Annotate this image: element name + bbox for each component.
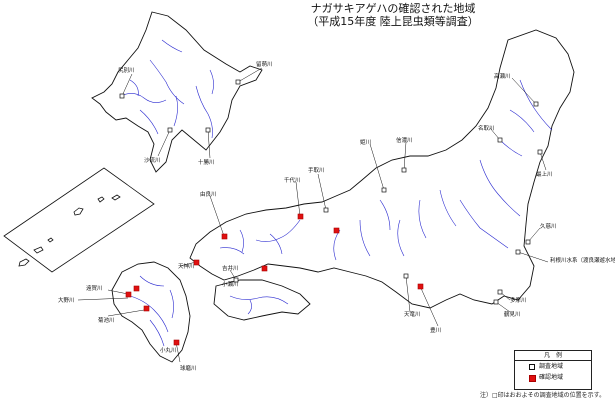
site-labels: 尻別川 留萌川 沙流川 十勝川 高瀬川 最上川 名取川 信濃川 姫川 手取川 由… (58, 60, 615, 372)
open-square-icon (529, 364, 535, 370)
legend-box: 凡 例 調査地域 確認地域 (514, 350, 592, 390)
site-label: 最上川 (536, 170, 553, 178)
site-label: 由良川 (200, 190, 217, 198)
site-label: 手取川 (308, 166, 325, 174)
footnote: 注）□印はおおよその調査地域の位置を示す。 (480, 392, 606, 399)
hokkaido-rivers (119, 39, 214, 139)
legend-row-confirmed: 確認地域 (515, 372, 591, 383)
okinawa-inset-frame (3, 167, 155, 273)
site-label: 球磨川 (180, 364, 197, 372)
leader-lines (77, 67, 549, 363)
hokkaido-outline (91, 11, 263, 173)
site-label: 信濃川 (396, 136, 413, 144)
site-label: 小丸川 (160, 346, 177, 354)
site-label: 利根川水系（渡良瀬遊水地）（鬼怒川）（鳥羽・利根川） (550, 256, 615, 264)
site-label: 沙流川 (144, 156, 161, 164)
site-markers (119, 79, 543, 346)
okinawa-islands (18, 194, 121, 267)
legend-row-surveyed: 調査地域 (515, 361, 591, 372)
shikoku-rivers (229, 295, 289, 315)
site-label: 小瀬川 (222, 280, 239, 288)
site-label: 多摩川 (510, 296, 527, 304)
site-label: 天神川 (178, 262, 195, 270)
subtitle-text: （平成15年度 陸上昆虫類等調査） (307, 15, 479, 28)
site-label: 天竜川 (404, 310, 421, 318)
kyushu-outline (111, 261, 191, 363)
site-label: 留萌川 (256, 60, 273, 68)
site-label: 大野川 (58, 296, 75, 304)
honshu-rivers (219, 79, 553, 261)
map-title: ナガサキアゲハの確認された地域 （平成15年度 陸上昆虫類等調査） (278, 2, 508, 28)
site-label: 姫川 (360, 138, 371, 146)
site-label: 吉井川 (222, 264, 239, 272)
shikoku-outline (213, 279, 311, 321)
kyushu-rivers (129, 275, 174, 347)
site-label: 豊川 (430, 326, 441, 334)
site-label: 遠賀川 (86, 284, 103, 292)
site-label: 高瀬川 (494, 72, 511, 80)
site-label: 鶴見川 (504, 310, 521, 318)
site-label: 尻別川 (118, 66, 135, 74)
legend-confirmed-label: 確認地域 (539, 374, 564, 381)
site-label: 菊池川 (98, 316, 115, 324)
title-text: ナガサキアゲハの確認された地域 (310, 2, 476, 15)
site-label: 十勝川 (198, 158, 215, 166)
site-label: 名取川 (478, 124, 495, 132)
legend-surveyed-label: 調査地域 (539, 363, 564, 370)
site-label: 久慈川 (540, 222, 557, 230)
filled-square-icon (529, 375, 536, 382)
honshu-outline (189, 29, 575, 309)
legend-title: 凡 例 (515, 351, 591, 361)
site-label: 千代川 (284, 176, 301, 184)
